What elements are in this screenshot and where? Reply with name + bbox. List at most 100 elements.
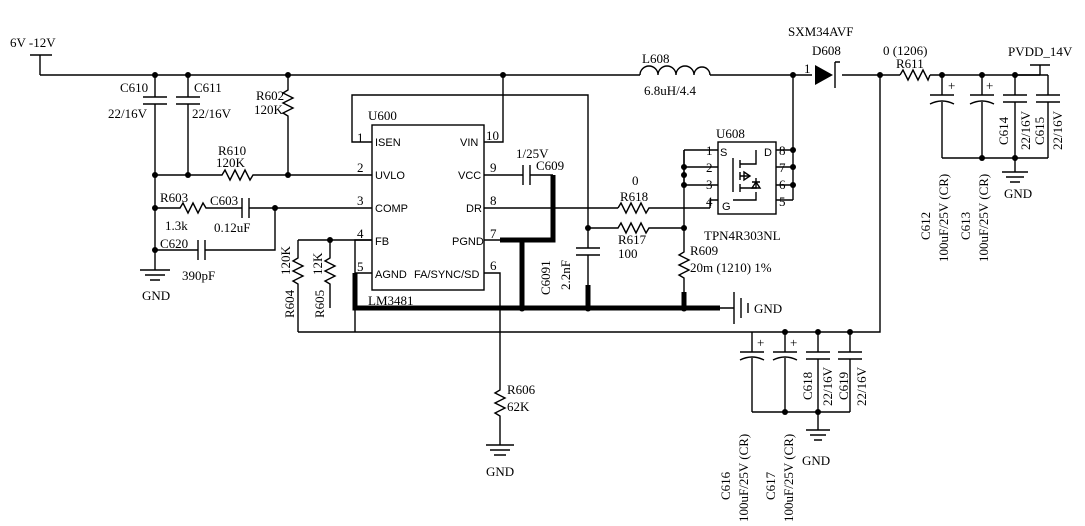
mosfet-pin-s: S bbox=[720, 147, 727, 159]
c615-ref: C615 bbox=[1032, 117, 1047, 145]
pin5-num: 5 bbox=[357, 259, 364, 274]
gate-resistors: 0 R618 R617 100 bbox=[588, 173, 710, 261]
pin1-num: 1 bbox=[357, 130, 364, 145]
r604-ref: R604 bbox=[282, 289, 297, 318]
c614-value: 22/16V bbox=[1018, 110, 1033, 150]
pin10-num: 10 bbox=[486, 128, 499, 143]
r606-ref: R606 bbox=[507, 382, 536, 397]
pin6-name: FA/SYNC/SD bbox=[414, 269, 479, 281]
mosfet-part: TPN4R303NL bbox=[704, 228, 781, 243]
c618-ref: C618 bbox=[800, 372, 815, 400]
pin3-num: 3 bbox=[357, 193, 364, 208]
pin5-name: AGND bbox=[375, 269, 407, 281]
pgnd-traces: GND bbox=[352, 175, 782, 324]
diode-part: SXM34AVF bbox=[788, 24, 854, 39]
c603-value: 0.12uF bbox=[214, 220, 250, 235]
diode-ref: D608 bbox=[812, 43, 841, 58]
r602: R602 120K bbox=[254, 75, 295, 175]
c617-plus: + bbox=[790, 335, 797, 350]
inductor-l608: L608 6.8uH/4.4 bbox=[639, 51, 711, 98]
c612-plus: + bbox=[948, 78, 955, 93]
pin1-name: ISEN bbox=[375, 137, 401, 149]
pin2-name: UVLO bbox=[375, 170, 405, 182]
pin10-name: VIN bbox=[460, 137, 478, 149]
r602-value: 120K bbox=[254, 102, 284, 117]
c616-value: 100uF/25V (CR) bbox=[736, 434, 751, 522]
pin8-name: DR bbox=[466, 203, 482, 215]
gnd-left-label: GND bbox=[142, 288, 170, 303]
r610-value: 120K bbox=[216, 155, 246, 170]
c6091-ref: C6091 bbox=[538, 260, 553, 295]
r618-ref: R618 bbox=[620, 189, 648, 204]
r604-value: 120K bbox=[278, 246, 293, 276]
c6091-value: 2.2nF bbox=[558, 260, 573, 290]
output-caps-bottom: + + GND C616 100uF/25V (CR) C617 100uF/2… bbox=[718, 329, 869, 522]
c610-ref: C610 bbox=[120, 80, 148, 95]
c618-value: 22/16V bbox=[820, 366, 835, 406]
c617-value: 100uF/25V (CR) bbox=[781, 434, 796, 522]
c612-ref: C612 bbox=[918, 212, 933, 240]
pin6-num: 6 bbox=[490, 258, 497, 273]
c612-value: 100uF/25V (CR) bbox=[936, 174, 951, 262]
output-voltage-label: PVDD_14V bbox=[1008, 44, 1073, 59]
c616-plus: + bbox=[757, 335, 764, 350]
r618-value: 0 bbox=[632, 173, 639, 188]
gnd-bottom-right-label: GND bbox=[802, 453, 830, 468]
c620-value: 390pF bbox=[182, 268, 215, 283]
c613-ref: C613 bbox=[958, 212, 973, 240]
l608-ref: L608 bbox=[642, 51, 669, 66]
comp-network: R603 1.3k C603 0.12uF bbox=[152, 175, 372, 235]
mosfet-pin-d: D bbox=[764, 147, 772, 159]
c620: C620 390pF bbox=[152, 208, 276, 283]
r603-ref: R603 bbox=[160, 190, 188, 205]
c620-ref: C620 bbox=[160, 236, 188, 251]
r617-ref: R617 bbox=[618, 232, 647, 247]
r603-value: 1.3k bbox=[165, 218, 188, 233]
gnd-bottom-label: GND bbox=[486, 464, 514, 479]
pin9-name: VCC bbox=[458, 170, 481, 182]
r606: R606 62K GND bbox=[486, 380, 536, 479]
c609-value: 1/25V bbox=[516, 146, 549, 161]
r602-ref: R602 bbox=[256, 88, 284, 103]
r609: R609 20m (1210) 1% bbox=[677, 150, 772, 292]
r605-value: 12K bbox=[310, 252, 325, 275]
gnd-top-right-label: GND bbox=[1004, 186, 1032, 201]
gnd-pgnd-label: GND bbox=[754, 301, 782, 316]
pin9-num: 9 bbox=[490, 160, 497, 175]
diode-pin: 1 bbox=[804, 61, 811, 76]
r605-ref: R605 bbox=[312, 290, 327, 318]
r610: R610 120K bbox=[152, 143, 372, 182]
c613-value: 100uF/25V (CR) bbox=[976, 174, 991, 262]
input-voltage-label: 6V -12V bbox=[10, 35, 56, 50]
r617-value: 100 bbox=[618, 246, 638, 261]
r606-value: 62K bbox=[507, 399, 530, 414]
c616-ref: C616 bbox=[718, 471, 733, 500]
r611-value: 0 (1206) bbox=[883, 43, 927, 58]
c617-ref: C617 bbox=[763, 471, 778, 500]
c6091: C6091 2.2nF bbox=[538, 208, 600, 295]
ic-part: LM3481 bbox=[368, 293, 414, 308]
diode-d608: SXM34AVF D608 1 bbox=[788, 24, 854, 88]
pin8-num: 8 bbox=[490, 193, 497, 208]
mosfet-u608: U608 TPN4R303NL S D G 1 2 3 4 5 6 7 8 bbox=[681, 75, 796, 243]
r611-ref: R611 bbox=[896, 56, 924, 71]
pin4-name: FB bbox=[375, 236, 389, 248]
r609-value: 20m (1210) 1% bbox=[690, 260, 772, 275]
ic-u600: U600 LM3481 1 ISEN 2 UVLO 3 COMP 4 FB 5 … bbox=[351, 75, 618, 380]
c613-plus: + bbox=[986, 78, 993, 93]
c619-value: 22/16V bbox=[854, 366, 869, 406]
c609-ref: C609 bbox=[536, 158, 564, 173]
pin2-num: 2 bbox=[357, 160, 364, 175]
pin7-num: 7 bbox=[490, 226, 497, 241]
input-capacitors: C610 22/16V C611 22/16V bbox=[108, 75, 232, 175]
c603-ref: C603 bbox=[210, 193, 238, 208]
c615-value: 22/16V bbox=[1050, 110, 1065, 150]
r610-ref: R610 bbox=[218, 143, 246, 158]
pin3-name: COMP bbox=[375, 203, 408, 215]
r609-ref: R609 bbox=[690, 243, 718, 258]
mosfet-ref: U608 bbox=[716, 126, 745, 141]
mosfet-pin-g: G bbox=[722, 201, 731, 213]
c611-ref: C611 bbox=[194, 80, 222, 95]
c614-ref: C614 bbox=[996, 116, 1011, 145]
c619-ref: C619 bbox=[836, 372, 851, 400]
